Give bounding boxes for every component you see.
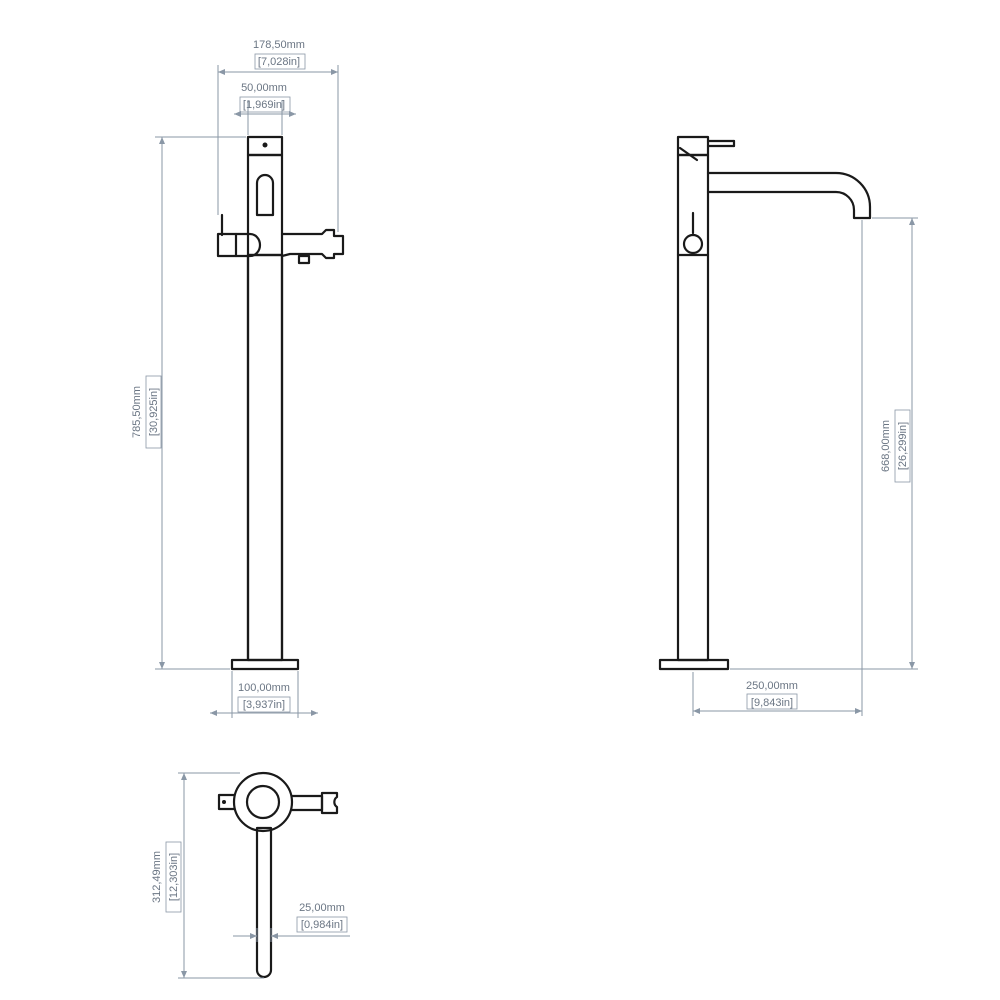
spout-diameter-mm: 25,00mm <box>299 902 345 914</box>
overall-height-in: [30,925in] <box>148 388 160 436</box>
top-depth-mm: 312,49mm <box>151 851 163 903</box>
overall-width-in: [7,028in] <box>258 56 300 68</box>
spout-reach-mm: 250,00mm <box>746 680 798 692</box>
side-base-plate <box>658 658 730 671</box>
front-shower-holder <box>280 228 345 260</box>
dim-spout-height: 668,00mm [26,299in] <box>730 217 918 670</box>
base-width-in: [3,937in] <box>243 699 285 711</box>
dim-spout-reach: 250,00mm [9,843in] <box>692 220 863 716</box>
top-spout <box>255 826 273 979</box>
side-spout <box>706 171 872 220</box>
front-window-slot <box>255 173 275 217</box>
base-width-mm: 100,00mm <box>238 682 290 694</box>
dim-handle-width: 50,00mm [1,969in] <box>234 82 296 135</box>
front-base-plate <box>230 658 300 671</box>
spout-height-mm: 668,00mm <box>880 420 892 472</box>
side-top-cap <box>676 135 710 157</box>
dim-overall-height: 785,50mm [30,925in] <box>131 136 246 670</box>
top-depth-in: [12,303in] <box>168 853 180 901</box>
side-view <box>658 135 872 671</box>
top-body <box>245 784 281 820</box>
top-escutcheon <box>232 771 294 833</box>
overall-height-mm: 785,50mm <box>131 386 143 438</box>
spout-height-in: [26,299in] <box>897 422 909 470</box>
top-view <box>217 771 339 979</box>
front-valve-body <box>246 153 284 257</box>
handle-width-mm: 50,00mm <box>241 82 287 94</box>
spout-diameter-in: [0,984in] <box>301 919 343 931</box>
side-lever-knob <box>682 233 704 255</box>
front-column <box>246 253 284 662</box>
dim-top-depth: 312,49mm [12,303in] <box>151 772 264 979</box>
spout-reach-in: [9,843in] <box>751 697 793 709</box>
handle-width-in: [1,969in] <box>243 99 285 111</box>
dim-base-width: 100,00mm [3,937in] <box>210 671 318 718</box>
top-shower-holder <box>320 791 339 815</box>
dim-overall-width: 178,50mm [7,028in] <box>217 39 339 232</box>
overall-width-mm: 178,50mm <box>253 39 305 51</box>
dim-spout-diameter: 25,00mm [0,984in] <box>233 902 350 942</box>
front-view <box>216 135 345 671</box>
front-lever-knob <box>216 232 238 258</box>
